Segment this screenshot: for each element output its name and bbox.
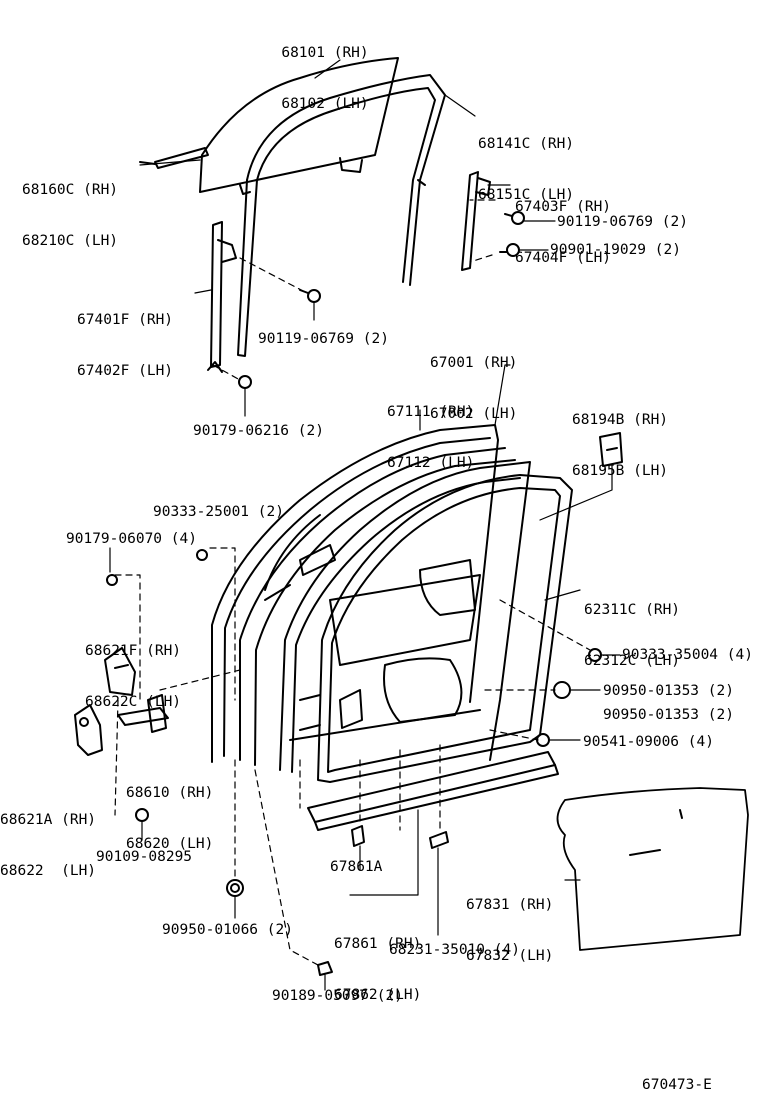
label-door-panel-lh: 67002 (LH) bbox=[430, 406, 518, 422]
leader-lines bbox=[109, 59, 621, 991]
label-retainer-clip: 68231-35010 (4) bbox=[389, 942, 520, 958]
label-glass-lh: 68102 (LH) bbox=[281, 96, 369, 112]
label-rear-channel-lh: 67404F (LH) bbox=[515, 250, 612, 266]
label-retainer-lh: 68195B (LH) bbox=[572, 463, 669, 479]
door-weatherstrip bbox=[317, 474, 573, 783]
label-weatherstrip-rh: 62311C (RH) bbox=[584, 602, 681, 618]
label-frame: 67111 (RH) 67112 (LH) bbox=[387, 370, 474, 506]
label-moulding-rh: 67861 (RH) bbox=[334, 936, 422, 952]
door-frame bbox=[279, 461, 531, 773]
label-bolt-center: 90119-06769 (2) bbox=[258, 331, 389, 347]
label-hinge-upper-rh: 68621F (RH) bbox=[85, 643, 182, 659]
label-hinge-upper: 68621F (RH) 68622C (LH) bbox=[85, 609, 181, 745]
label-nut-lower: 90179-06216 (2) bbox=[193, 423, 324, 439]
label-moulding-lh: 67862 (LH) bbox=[334, 987, 422, 1003]
label-front-channel-lh: 67402F (LH) bbox=[77, 363, 174, 379]
label-run-channel: 68141C (RH) 68151C (LH) bbox=[478, 102, 574, 238]
rear-run-channel bbox=[461, 171, 491, 271]
label-bolt-upper-right: 90119-06769 (2) bbox=[557, 214, 688, 230]
label-front-channel: 67401F (RH) 67402F (LH) bbox=[77, 278, 173, 414]
label-bolt-hinge: 90109-08295 bbox=[96, 849, 193, 865]
label-retainer: 68194B (RH) 68195B (LH) bbox=[572, 378, 668, 514]
label-hole-plug-a: 90950-01353 (2) bbox=[603, 683, 734, 699]
label-clip: 90541-09006 (4) bbox=[583, 734, 714, 750]
label-plug-right: 90333-35004 (4) bbox=[622, 647, 753, 663]
label-nut-hinge: 90179-06070 (4) bbox=[66, 531, 197, 547]
label-door-panel-rh: 67001 (RH) bbox=[430, 355, 518, 371]
label-run-channel-lh: 68151C (LH) bbox=[478, 187, 575, 203]
label-door-panel: 67001 (RH) 67002 (LH) bbox=[430, 321, 517, 457]
moulding-clips bbox=[351, 825, 449, 849]
door-hinges bbox=[74, 647, 169, 756]
label-run-channel-rh: 68141C (RH) bbox=[478, 136, 575, 152]
label-hinge-lower: 68621A (RH) 68622 (LH) bbox=[0, 778, 96, 914]
label-rear-channel: 67403F (RH) 67404F (LH) bbox=[515, 165, 611, 301]
label-front-channel-rh: 67401F (RH) bbox=[77, 312, 174, 328]
door-moulding bbox=[307, 751, 559, 831]
label-moulding: 67861 (RH) 67862 (LH) bbox=[334, 902, 421, 1038]
label-service-cover-lh: 67832 (LH) bbox=[466, 948, 554, 964]
label-glass-guide: 68160C (RH) 68210C (LH) bbox=[22, 148, 118, 284]
label-service-cover: 67831 (RH) 67832 (LH) bbox=[466, 863, 553, 999]
label-rear-channel-rh: 67403F (RH) bbox=[515, 199, 612, 215]
glass-guide bbox=[139, 147, 209, 169]
dashed-alignment-lines bbox=[114, 199, 591, 966]
label-weatherstrip-lh: 62312C (LH) bbox=[584, 653, 681, 669]
label-check: 68610 (RH) 68620 (LH) bbox=[126, 751, 213, 887]
front-run-channel bbox=[207, 221, 237, 373]
label-grommet: 90950-01066 (2) bbox=[162, 922, 293, 938]
label-plug-upper: 90333-25001 (2) bbox=[153, 504, 284, 520]
label-hinge-upper-lh: 68622C (LH) bbox=[85, 694, 182, 710]
label-glass-guide-rh: 68160C (RH) bbox=[22, 182, 119, 198]
label-screw-right: 90901-19029 (2) bbox=[550, 242, 681, 258]
glass-run-channel bbox=[237, 74, 446, 357]
label-frame-rh: 67111 (RH) bbox=[387, 404, 475, 420]
label-hole-plug-b: 90950-01353 (2) bbox=[603, 707, 734, 723]
label-hinge-lower-rh: 68621A (RH) bbox=[0, 812, 97, 828]
label-glass-guide-lh: 68210C (LH) bbox=[22, 233, 119, 249]
label-check-lh: 68620 (LH) bbox=[126, 836, 214, 852]
retainer-block bbox=[599, 432, 623, 467]
label-glass-rh: 68101 (RH) bbox=[281, 45, 369, 61]
label-retainer-rh: 68194B (RH) bbox=[572, 412, 669, 428]
label-service-cover-rh: 67831 (RH) bbox=[466, 897, 554, 913]
service-hole-cover bbox=[556, 787, 749, 951]
figure-id: 670473-E bbox=[642, 1077, 712, 1093]
door-panel bbox=[211, 424, 516, 766]
label-check-rh: 68610 (RH) bbox=[126, 785, 214, 801]
label-weatherstrip: 62311C (RH) 62312C (LH) bbox=[584, 568, 680, 704]
label-glass: 68101 (RH) 68102 (LH) bbox=[270, 11, 380, 147]
label-frame-lh: 67112 (LH) bbox=[387, 455, 475, 471]
label-nut-bottom: 90189-05097 (2) bbox=[272, 988, 403, 1004]
label-hinge-lower-lh: 68622 (LH) bbox=[0, 863, 97, 879]
label-moulding-clip: 67861A bbox=[330, 859, 383, 875]
